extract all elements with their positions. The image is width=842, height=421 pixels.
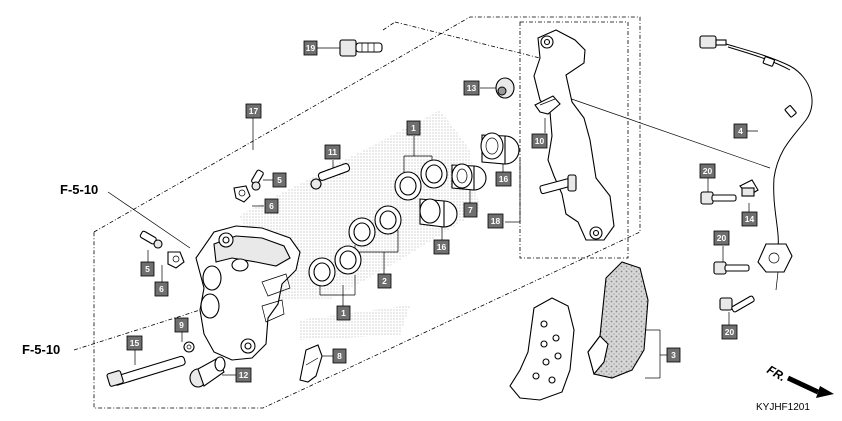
- piston-seal-1-lower: [308, 245, 362, 287]
- callout-6-lower[interactable]: 6: [154, 281, 169, 297]
- svg-text:6: 6: [269, 201, 274, 211]
- o-ring-9: [183, 341, 195, 353]
- callout-6-upper[interactable]: 6: [264, 198, 279, 214]
- svg-text:2: 2: [382, 276, 387, 286]
- callout-11[interactable]: 11: [324, 144, 341, 160]
- callout-18[interactable]: 18: [487, 213, 504, 229]
- reference-lower: F-5-10: [22, 342, 60, 357]
- callout-5-lower[interactable]: 5: [140, 261, 155, 277]
- caliper-assembly-outline: [93, 16, 641, 409]
- reference-label-lower: F-5-10: [22, 342, 60, 357]
- callout-9[interactable]: 9: [174, 317, 189, 333]
- callout-3[interactable]: 3: [666, 347, 681, 363]
- svg-text:10: 10: [535, 136, 545, 146]
- bleeder-valve-5-lower: [139, 230, 163, 249]
- svg-text:15: 15: [130, 338, 140, 348]
- callout-10[interactable]: 10: [531, 133, 548, 149]
- callout-16-upper[interactable]: 16: [495, 171, 512, 187]
- piston-seal-1-upper: [394, 159, 448, 201]
- svg-text:5: 5: [277, 175, 282, 185]
- reference-upper: F-5-10: [60, 182, 98, 197]
- brake-pad-3-front: [509, 297, 575, 401]
- svg-text:1: 1: [411, 123, 416, 133]
- callout-20-c[interactable]: 20: [721, 324, 738, 340]
- svg-text:9: 9: [179, 320, 184, 330]
- svg-text:19: 19: [306, 43, 316, 53]
- callout-20-a[interactable]: 20: [699, 163, 716, 179]
- pad-clip-10: [534, 95, 561, 115]
- callout-1-bottom[interactable]: 1: [336, 305, 351, 321]
- diagram-code: KYJHF1201: [756, 402, 810, 413]
- piston-16-lower: [419, 198, 458, 228]
- callout-20-b[interactable]: 20: [713, 230, 730, 246]
- svg-text:6: 6: [159, 284, 164, 294]
- flange-bolt-19: [339, 39, 383, 57]
- callout-5-upper[interactable]: 5: [272, 172, 287, 188]
- callout-13[interactable]: 13: [463, 80, 480, 96]
- svg-text:20: 20: [725, 327, 735, 337]
- svg-text:18: 18: [491, 216, 501, 226]
- callout-14[interactable]: 14: [741, 211, 758, 227]
- svg-text:4: 4: [738, 126, 743, 136]
- svg-text:20: 20: [717, 233, 727, 243]
- pin-boot-13: [495, 77, 515, 99]
- svg-text:12: 12: [239, 370, 249, 380]
- bleeder-cap-6-lower: [167, 251, 185, 269]
- svg-text:14: 14: [745, 214, 755, 224]
- svg-text:20: 20: [703, 166, 713, 176]
- plug-12: [189, 356, 226, 388]
- caliper-body: [195, 225, 301, 361]
- callout-2[interactable]: 2: [377, 273, 392, 289]
- callout-1-top[interactable]: 1: [406, 120, 421, 136]
- piston-seal-2: [348, 205, 402, 247]
- piston-7: [451, 163, 487, 191]
- wheel-speed-sensor-4: [699, 35, 813, 291]
- bolt-20-c: [719, 295, 755, 313]
- callout-15[interactable]: 15: [126, 335, 143, 351]
- callout-16-lower[interactable]: 16: [433, 239, 450, 255]
- svg-text:7: 7: [468, 205, 473, 215]
- bleeder-valve-5-upper: [251, 169, 264, 191]
- svg-text:16: 16: [499, 174, 509, 184]
- pad-pin-15: [106, 355, 186, 387]
- callout-12[interactable]: 12: [235, 367, 252, 383]
- svg-text:3: 3: [671, 350, 676, 360]
- callout-19[interactable]: 19: [303, 40, 318, 56]
- slide-pin-11: [310, 163, 351, 190]
- front-direction-indicator: FR.: [765, 362, 834, 398]
- piston-16-upper: [480, 132, 520, 165]
- callout-4[interactable]: 4: [733, 123, 748, 139]
- brake-pad-3-rear: [587, 261, 649, 379]
- svg-text:11: 11: [328, 147, 337, 157]
- svg-text:17: 17: [249, 106, 259, 116]
- svg-text:8: 8: [337, 351, 342, 361]
- svg-text:5: 5: [145, 264, 150, 274]
- pad-spring-8: [299, 344, 323, 383]
- callout-17[interactable]: 17: [245, 103, 262, 119]
- bleeder-cap-6-upper: [233, 185, 251, 203]
- svg-text:13: 13: [467, 83, 477, 93]
- bolt-20-b: [713, 261, 750, 275]
- front-label: FR.: [765, 362, 789, 384]
- bolt-20-a: [700, 191, 737, 205]
- callout-7[interactable]: 7: [463, 202, 478, 218]
- callout-8[interactable]: 8: [332, 348, 347, 364]
- reference-label-upper: F-5-10: [60, 182, 98, 197]
- cable-clamp-14: [739, 179, 759, 197]
- svg-text:16: 16: [437, 242, 447, 252]
- svg-text:1: 1: [341, 308, 346, 318]
